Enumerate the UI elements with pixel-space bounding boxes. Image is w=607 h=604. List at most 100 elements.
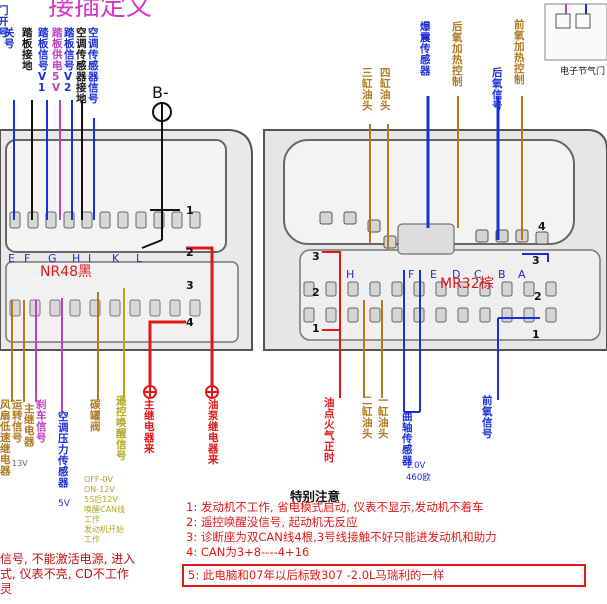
left-top-label: 踏板接地 xyxy=(22,26,33,72)
pin-slot xyxy=(109,299,121,317)
pin-letter-right: E xyxy=(430,268,437,281)
bottom-left-line: 信号, 不能激活电源, 进入 xyxy=(0,552,136,566)
pin-letter-left: L xyxy=(136,252,143,265)
value-off: OFF-0V xyxy=(84,475,113,484)
pin-slot xyxy=(501,281,513,297)
pin-slot xyxy=(383,235,397,249)
pin-slot xyxy=(49,299,61,317)
pin-slot xyxy=(523,281,535,297)
pin-slot xyxy=(347,281,359,297)
right-top-label-text: 四缸油头 xyxy=(379,67,391,112)
pin-slot xyxy=(325,307,337,323)
left-connector-name: NR48黑 xyxy=(40,264,92,280)
left-bottom-label-text: 刹车信号 xyxy=(36,398,47,444)
pin-slot xyxy=(369,307,381,323)
pin-slot xyxy=(479,281,491,297)
right-top-label-text: 三缸油头 xyxy=(361,67,373,112)
right-connector-name: MR32棕 xyxy=(440,276,494,292)
right-bottom-label-text: 曲轴传感器 xyxy=(401,410,413,467)
left-top-label-text: 空调传感器接地 xyxy=(75,26,87,105)
pin-number-left-side: 2 xyxy=(312,286,320,299)
value-start: 发动机开始 xyxy=(84,524,124,534)
throttle-caption: 电子节气门 xyxy=(560,65,605,77)
pin-slot xyxy=(189,299,201,317)
left-bottom-label-text: 主继电器来 xyxy=(143,398,155,455)
left-bottom-label: 主继电器 xyxy=(23,402,35,448)
pin-slot xyxy=(303,281,315,297)
pin-number-left: 4 xyxy=(186,316,194,329)
left-top-wires xyxy=(13,100,95,220)
value-5v: 5V xyxy=(58,499,71,509)
notes-list: 1: 发动机不工作, 省电模式启动, 仪表不显示,发动机不着车 2: 遥控唤醒没… xyxy=(182,500,606,587)
right-bottom-label-text: 前氧信号 xyxy=(481,394,493,440)
right-top-label-text: 前氧加热控制 xyxy=(513,18,525,86)
pin-slot xyxy=(479,307,491,323)
right-top-label-text: 后氧加热控制 xyxy=(451,20,463,88)
pin-number-left-side: 1 xyxy=(312,322,320,335)
pin-slot xyxy=(545,281,557,297)
notes-title: 特别注意 xyxy=(290,489,341,504)
pin-slot xyxy=(523,307,535,323)
left-connector xyxy=(0,129,253,351)
pin-slot xyxy=(347,307,359,323)
left-top-label-text: 踏板接地 xyxy=(22,26,33,72)
pin-slot xyxy=(81,211,93,229)
pin-slot xyxy=(171,211,183,229)
pin-slot xyxy=(169,299,181,317)
pin-slot xyxy=(99,211,111,229)
pin-number-right-side: 4 xyxy=(538,220,546,233)
right-bottom-label: 前氧信号 xyxy=(481,394,493,440)
pin-letter-left: H xyxy=(72,252,80,265)
right-top-label: 后氧信号 xyxy=(491,66,503,112)
pin-slot xyxy=(435,281,447,297)
pin-slot xyxy=(457,307,469,323)
pin-slot xyxy=(69,299,81,317)
pin-letter-right: C xyxy=(474,268,482,281)
note-item-highlighted: 5: 此电脑和07年以后标致307 -2.0L马瑞利的一样 xyxy=(182,564,586,587)
left-bottom-label-text: 遥控唤醒信号 xyxy=(116,394,127,462)
right-connector xyxy=(263,129,607,351)
page-title: 接插定义 xyxy=(48,0,153,22)
left-bottom-label-text: 空调压力传感器 xyxy=(57,410,69,489)
left-bottom-label: 油泵继电器来 xyxy=(207,398,219,466)
pin-letter-left: G xyxy=(48,252,57,265)
value-13v: 13V xyxy=(12,459,28,468)
left-bottom-label-text: 碳罐阀 xyxy=(89,398,101,433)
left-bottom-label: 风扇低速继电器 xyxy=(0,399,11,477)
right-bottom-label-text: 油点火气正时 xyxy=(323,396,335,464)
left-bottom-label: 碳罐阀 xyxy=(89,398,101,433)
pin-slot xyxy=(535,231,549,245)
pin-letter-left: I xyxy=(88,252,91,265)
pin-slot xyxy=(369,281,381,297)
pin-number-left-side: 3 xyxy=(312,250,320,263)
value-on: ON-12V xyxy=(84,485,115,494)
pin-slot xyxy=(391,281,403,297)
pin-letter-left: E xyxy=(8,252,15,265)
right-bottom-label-text: 二缸油头 xyxy=(361,395,373,440)
pin-slot xyxy=(149,299,161,317)
right-bottom-label: 曲轴传感器 xyxy=(401,410,413,467)
pin-slot xyxy=(303,307,315,323)
bottom-left-line: 式, 仪表不亮, CD不工作 xyxy=(0,567,129,581)
pin-slot xyxy=(501,307,513,323)
left-bottom-label: 遥控唤醒信号 xyxy=(116,394,127,462)
pin-slot xyxy=(435,307,447,323)
right-top-label: 前氧加热控制 xyxy=(513,18,525,86)
pin-number-right-side: 1 xyxy=(532,328,540,341)
value-wake: 5S后12V xyxy=(84,494,118,504)
bottom-left-text: 信号, 不能激活电源, 进入 式, 仪表不亮, CD不工作 灵 xyxy=(0,552,180,597)
right-bottom-label: 二缸油头 xyxy=(361,395,373,440)
pin-letter-left: K xyxy=(112,252,120,265)
left-bottom-label-text: 运转信号 xyxy=(12,399,23,444)
left-top-label: 空调传感器接地 xyxy=(75,26,87,105)
right-top-label-text: 爆震传感器 xyxy=(419,20,431,77)
right-bottom-label: 油点火气正时 xyxy=(323,396,335,464)
bminus-label: B- xyxy=(152,83,169,102)
value-wake3: 工作 xyxy=(84,514,100,524)
pin-slot xyxy=(117,211,129,229)
left-bottom-label: 空调压力传感器 xyxy=(57,410,69,489)
